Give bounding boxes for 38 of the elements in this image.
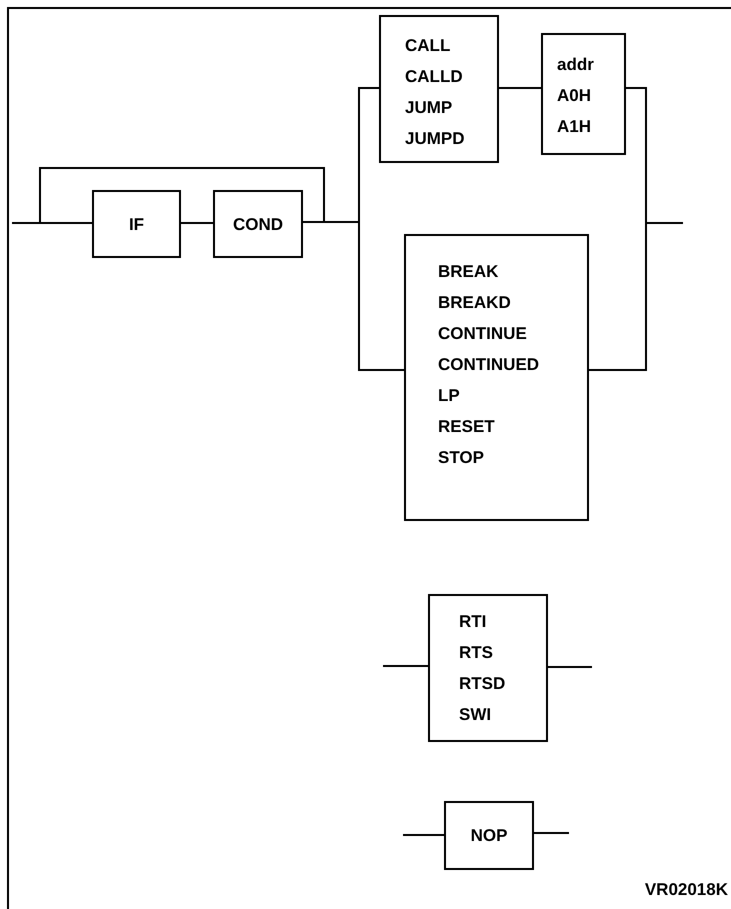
keyword-text: RTSD <box>459 673 506 695</box>
syntax-box <box>428 594 548 742</box>
keyword-text: CONTINUED <box>438 354 540 376</box>
keyword-text: IF <box>128 214 144 236</box>
keyword-text: CALLD <box>405 66 463 88</box>
syntax-track <box>499 87 541 89</box>
keyword-text: JUMPD <box>405 128 465 150</box>
syntax-track <box>403 834 444 836</box>
syntax-box <box>541 33 626 155</box>
keyword-text: NOP <box>470 825 508 847</box>
keyword-text: RTS <box>459 642 493 664</box>
keyword-text: STOP <box>438 447 484 469</box>
keyword-text: RESET <box>438 416 495 438</box>
keyword-text: RTI <box>459 611 486 633</box>
figure-code: VR02018K <box>644 880 728 900</box>
syntax-track <box>303 221 404 371</box>
keyword-text: CONTINUE <box>438 323 527 345</box>
keyword-text: addr <box>557 54 594 76</box>
syntax-track <box>548 666 592 668</box>
keyword-text: JUMP <box>405 97 452 119</box>
keyword-text: LP <box>438 385 460 407</box>
keyword-text: BREAK <box>438 261 498 283</box>
syntax-box <box>213 190 303 258</box>
syntax-track <box>181 222 213 224</box>
keyword-text: SWI <box>459 704 492 726</box>
syntax-box <box>92 190 181 258</box>
keyword-text: A1H <box>557 116 592 138</box>
syntax-track <box>12 222 92 224</box>
syntax-box <box>444 801 534 870</box>
syntax-track <box>383 665 428 667</box>
syntax-track <box>589 222 683 371</box>
syntax-track <box>534 832 569 834</box>
keyword-text: CALL <box>405 35 450 57</box>
syntax-box <box>404 234 589 521</box>
syntax-box <box>379 15 499 163</box>
keyword-text: COND <box>232 214 284 236</box>
keyword-text: A0H <box>557 85 592 107</box>
keyword-text: BREAKD <box>438 292 511 314</box>
